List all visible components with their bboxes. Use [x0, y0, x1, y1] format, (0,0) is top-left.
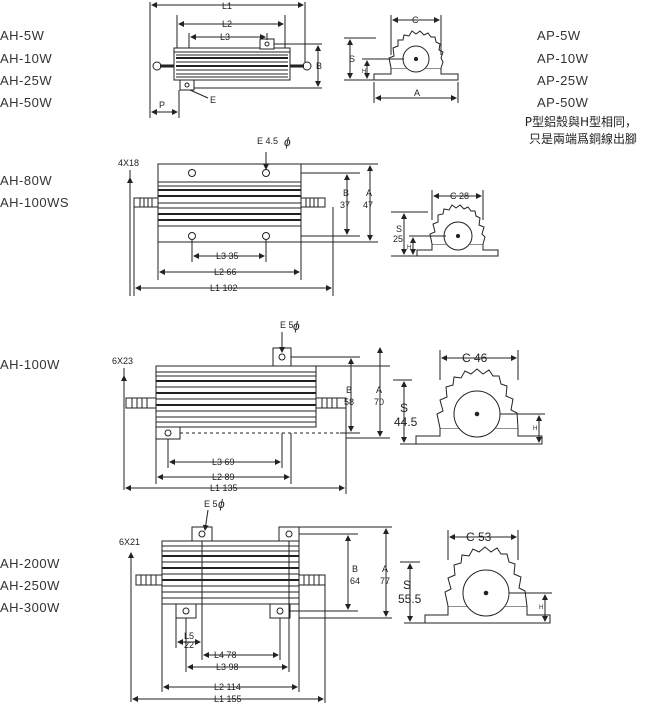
d1-b-label: B	[316, 61, 322, 71]
d4-l2-label: L2 114	[214, 682, 241, 692]
d3-c-label: C 46	[462, 351, 488, 365]
d3-e-label: E 5	[280, 320, 294, 330]
diagram-4-side-view	[128, 509, 392, 703]
d3-hole-label: 6X23	[112, 356, 133, 366]
d1-e-label: E	[210, 95, 216, 105]
d2-a-value: 47	[363, 200, 373, 210]
d4-l4-label: L4 78	[214, 650, 237, 660]
d3-s-label: S	[400, 401, 408, 415]
d4-l1-label: L1 155	[214, 694, 242, 703]
d4-h-label: H	[539, 605, 543, 611]
d3-a-label: A	[376, 385, 382, 395]
d2-s-value: 25	[393, 234, 403, 244]
model-ah-80w: AH-80W	[0, 173, 53, 188]
d3-l3-label: L3 69	[212, 457, 235, 467]
model-ah-100ws: AH-100WS	[0, 195, 70, 210]
d1-c-label: C	[412, 15, 419, 25]
d1-a-label: A	[414, 88, 420, 98]
d3-s-value: 44.5	[394, 415, 418, 429]
d1-h-label: H	[362, 69, 366, 75]
note-text: P型鋁殼與H型相同， 只是兩端爲銅線出腳	[525, 114, 637, 148]
model-ap-5w: AP-5W	[537, 28, 581, 43]
model-ah-50w: AH-50W	[0, 95, 53, 110]
model-ah-250w: AH-250W	[0, 578, 60, 593]
d4-l5-value: 22	[184, 640, 194, 650]
d2-hole-label: 4X18	[118, 158, 139, 168]
d3-l2-label: L2 89	[212, 472, 235, 482]
d2-a-label: A	[366, 188, 372, 198]
d4-a-value: 77	[380, 576, 390, 586]
diagram-4-end-view	[400, 530, 552, 624]
model-ah-300w: AH-300W	[0, 600, 60, 615]
d3-l1-label: L1 135	[210, 483, 238, 493]
diagram-4-labels: 6X21 E 5 ϕ B 64 A 77 L5 22 L4 78 L3 98 L…	[119, 497, 543, 703]
d2-s-label: S	[396, 224, 402, 234]
d2-phi-symbol: ϕ	[284, 135, 291, 149]
d3-a-value: 70	[374, 397, 384, 407]
d2-h-label: H	[407, 245, 411, 251]
d4-b-label: B	[352, 564, 358, 574]
diagram-2-side-view	[127, 152, 378, 296]
d4-l3-label: L3 98	[216, 662, 239, 672]
d4-e-label: E 5	[204, 499, 218, 509]
d4-b-value: 64	[350, 576, 360, 586]
d4-s-value: 55.5	[398, 592, 422, 606]
d2-l3-label: L3 35	[216, 251, 239, 261]
d1-l2-label: L2	[222, 19, 232, 29]
model-ah-5w: AH-5W	[0, 28, 45, 43]
d3-b-value: 58	[344, 397, 354, 407]
d3-phi-symbol: ϕ	[293, 319, 300, 333]
diagram-3-side-view	[121, 332, 390, 494]
model-ah-25w: AH-25W	[0, 73, 53, 88]
d1-l1-label: L1	[222, 1, 232, 11]
d2-b-value: 37	[340, 200, 350, 210]
diagram-1-end-view	[344, 15, 459, 103]
model-ap-50w: AP-50W	[537, 95, 589, 110]
d2-l1-label: L1 102	[210, 283, 238, 293]
d3-b-label: B	[346, 385, 352, 395]
d4-phi-symbol: ϕ	[218, 497, 225, 511]
diagram-2-labels: 4X18 E 4.5 ϕ B 37 A 47 L3 35 L2 66 L1 10…	[118, 135, 469, 293]
diagram-3-end-view	[393, 350, 545, 445]
d2-b-label: B	[343, 188, 349, 198]
model-ah-100w: AH-100W	[0, 357, 60, 372]
d1-l3-label: L3	[220, 32, 230, 42]
d1-s-label: S	[349, 54, 355, 64]
d4-c-label: C 53	[466, 530, 492, 544]
diagram-2-end-view	[391, 190, 499, 257]
d2-l2-label: L2 66	[214, 267, 237, 277]
diagram-3-labels: 6X23 E 5 ϕ B 58 A 70 L3 69 L2 89 L1 135 …	[112, 319, 537, 493]
d1-p-label: P	[159, 100, 165, 110]
d4-s-label: S	[403, 578, 411, 592]
note-line-2: 只是兩端爲銅線出腳	[528, 132, 637, 146]
model-ap-25w: AP-25W	[537, 73, 589, 88]
d2-e-label: E 4.5	[257, 136, 278, 146]
d4-l5-label: L5	[184, 631, 194, 641]
diagram-1-side-view	[149, 2, 322, 118]
model-ap-10w: AP-10W	[537, 51, 589, 66]
model-ah-200w: AH-200W	[0, 556, 60, 571]
d2-c-label: C 28	[450, 191, 469, 201]
d3-h-label: H	[533, 426, 537, 432]
d4-hole-label: 6X21	[119, 537, 140, 547]
d4-a-label: A	[382, 564, 388, 574]
model-ah-10w: AH-10W	[0, 51, 53, 66]
diagram-1-labels: L1 L2 L3 B P E C S H A	[159, 1, 420, 110]
note-line-1: P型鋁殼與H型相同，	[524, 115, 637, 129]
